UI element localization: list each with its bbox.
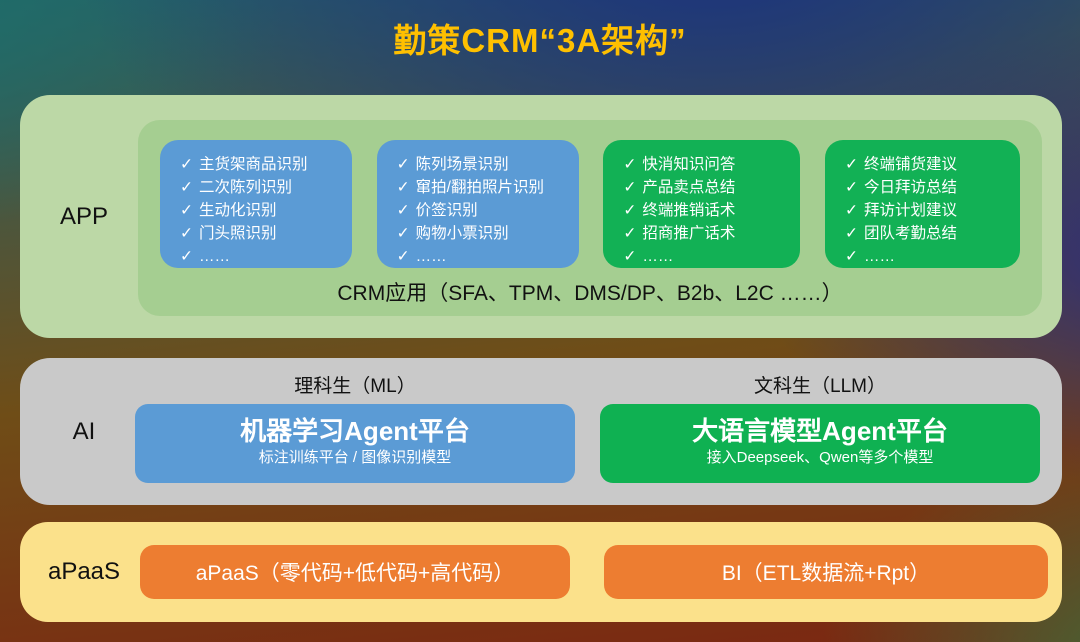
check-item-label: …… bbox=[642, 248, 674, 265]
page-title: 勤策CRM“3A架构” bbox=[393, 22, 687, 59]
app-chip-2: ✓ 陈列场景识别 ✓ 窜拍/翻拍照片识别 ✓ 价签识别 ✓ 购物小票识别 ✓ …… bbox=[376, 140, 579, 268]
check-item: ✓ …… bbox=[845, 245, 1010, 268]
check-icon: ✓ bbox=[844, 225, 858, 242]
apaas-band: aPaaS aPaaS（零代码+低代码+高代码） BI（ETL数据流+Rpt） bbox=[20, 522, 1062, 622]
apaas-band-label: aPaaS bbox=[47, 558, 121, 585]
check-icon: ✓ bbox=[396, 248, 410, 265]
check-item: ✓ 陈列场景识别 bbox=[397, 153, 569, 176]
check-item-label: …… bbox=[863, 248, 895, 265]
check-icon: ✓ bbox=[180, 225, 193, 242]
check-icon: ✓ bbox=[396, 202, 410, 219]
check-item-label: 窜拍/翻拍照片识别 bbox=[415, 179, 544, 196]
check-icon: ✓ bbox=[623, 225, 637, 242]
check-icon: ✓ bbox=[623, 156, 637, 173]
check-item-label: 拜访计划建议 bbox=[863, 202, 957, 219]
check-icon: ✓ bbox=[844, 248, 858, 265]
app-band-label: APP bbox=[59, 202, 109, 230]
check-item-label: …… bbox=[415, 248, 447, 265]
check-icon: ✓ bbox=[844, 202, 858, 219]
llm-platform-title: 大语言模型Agent平台 bbox=[692, 416, 948, 446]
app-chip-4: ✓ 终端铺货建议 ✓ 今日拜访总结 ✓ 拜访计划建议 ✓ 团队考勤总结 ✓ …… bbox=[824, 140, 1020, 268]
check-item-label: 价签识别 bbox=[415, 202, 478, 219]
check-item-label: 二次陈列识别 bbox=[199, 179, 293, 196]
check-item: ✓ 生动化识别 bbox=[180, 199, 342, 222]
check-icon: ✓ bbox=[623, 202, 637, 219]
llm-column-heading: 文科生（LLM） bbox=[754, 376, 886, 397]
check-icon: ✓ bbox=[396, 156, 410, 173]
check-item: ✓ …… bbox=[623, 245, 790, 268]
check-item: ✓ 拜访计划建议 bbox=[845, 199, 1010, 222]
bi-platform-box: BI（ETL数据流+Rpt） bbox=[604, 545, 1048, 599]
check-item-label: 产品卖点总结 bbox=[642, 179, 736, 196]
check-item-label: 门头照识别 bbox=[199, 225, 277, 242]
check-item-label: 终端铺货建议 bbox=[863, 156, 957, 173]
crm-apps-container: ✓ 主货架商品识别 ✓ 二次陈列识别 ✓ 生动化识别 ✓ 门头照识别 ✓ …… ✓ 陈列场景识别 ✓ 窜拍… bbox=[138, 120, 1042, 316]
check-item: ✓ 终端铺货建议 bbox=[845, 153, 1010, 176]
check-item: ✓ 购物小票识别 bbox=[397, 222, 569, 245]
check-item-label: 招商推广话术 bbox=[642, 225, 736, 242]
crm-apps-caption: CRM应用（SFA、TPM、DMS/DP、B2b、L2C ……） bbox=[337, 282, 843, 305]
check-item: ✓ 主货架商品识别 bbox=[180, 153, 342, 176]
check-icon: ✓ bbox=[844, 179, 858, 196]
app-band: APP ✓ 主货架商品识别 ✓ 二次陈列识别 ✓ 生动化识别 ✓ 门头照识别 ✓ …… ✓ 陈列场景识… bbox=[20, 95, 1062, 338]
check-item: ✓ 招商推广话术 bbox=[623, 222, 790, 245]
ml-column-heading: 理科生（ML） bbox=[294, 376, 416, 397]
check-icon: ✓ bbox=[396, 225, 410, 242]
check-icon: ✓ bbox=[180, 248, 193, 265]
check-item: ✓ 快消知识问答 bbox=[623, 153, 790, 176]
check-item-label: 快消知识问答 bbox=[642, 156, 736, 173]
check-item: ✓ …… bbox=[180, 245, 342, 268]
check-item: ✓ 终端推销话术 bbox=[623, 199, 790, 222]
llm-platform-box: 大语言模型Agent平台 接入Deepseek、Qwen等多个模型 bbox=[600, 404, 1040, 483]
check-item-label: 购物小票识别 bbox=[415, 225, 509, 242]
check-item: ✓ 价签识别 bbox=[397, 199, 569, 222]
llm-platform-subtitle: 接入Deepseek、Qwen等多个模型 bbox=[706, 449, 934, 466]
check-item: ✓ …… bbox=[397, 245, 569, 268]
ml-platform-title: 机器学习Agent平台 bbox=[240, 416, 470, 446]
check-item-label: 生动化识别 bbox=[199, 202, 277, 219]
check-item-label: 终端推销话术 bbox=[642, 202, 736, 219]
app-chip-3: ✓ 快消知识问答 ✓ 产品卖点总结 ✓ 终端推销话术 ✓ 招商推广话术 ✓ …… bbox=[603, 140, 801, 268]
check-icon: ✓ bbox=[180, 202, 193, 219]
app-chips: ✓ 主货架商品识别 ✓ 二次陈列识别 ✓ 生动化识别 ✓ 门头照识别 ✓ …… ✓ 陈列场景识别 ✓ 窜拍… bbox=[160, 140, 1020, 268]
check-icon: ✓ bbox=[396, 179, 410, 196]
check-item: ✓ 窜拍/翻拍照片识别 bbox=[397, 176, 569, 199]
check-item-label: 团队考勤总结 bbox=[863, 225, 957, 242]
ml-platform-box: 机器学习Agent平台 标注训练平台 / 图像识别模型 bbox=[135, 404, 575, 483]
check-item-label: 主货架商品识别 bbox=[199, 156, 308, 173]
check-item: ✓ 今日拜访总结 bbox=[845, 176, 1010, 199]
check-icon: ✓ bbox=[180, 156, 193, 173]
app-chip-1: ✓ 主货架商品识别 ✓ 二次陈列识别 ✓ 生动化识别 ✓ 门头照识别 ✓ …… bbox=[160, 140, 352, 268]
check-icon: ✓ bbox=[623, 248, 637, 265]
check-item-label: …… bbox=[199, 248, 230, 265]
ai-band-label: AI bbox=[72, 417, 96, 445]
check-item: ✓ 团队考勤总结 bbox=[845, 222, 1010, 245]
ai-band: AI 理科生（ML） 机器学习Agent平台 标注训练平台 / 图像识别模型 文… bbox=[20, 358, 1062, 505]
apaas-platform-box: aPaaS（零代码+低代码+高代码） bbox=[140, 545, 570, 599]
ml-platform-subtitle: 标注训练平台 / 图像识别模型 bbox=[258, 449, 452, 466]
check-icon: ✓ bbox=[623, 179, 637, 196]
check-item-label: 今日拜访总结 bbox=[863, 179, 957, 196]
check-item: ✓ 门头照识别 bbox=[180, 222, 342, 245]
check-item-label: 陈列场景识别 bbox=[415, 156, 509, 173]
check-icon: ✓ bbox=[844, 156, 858, 173]
check-item: ✓ 产品卖点总结 bbox=[623, 176, 790, 199]
check-icon: ✓ bbox=[180, 179, 193, 196]
check-item: ✓ 二次陈列识别 bbox=[180, 176, 342, 199]
